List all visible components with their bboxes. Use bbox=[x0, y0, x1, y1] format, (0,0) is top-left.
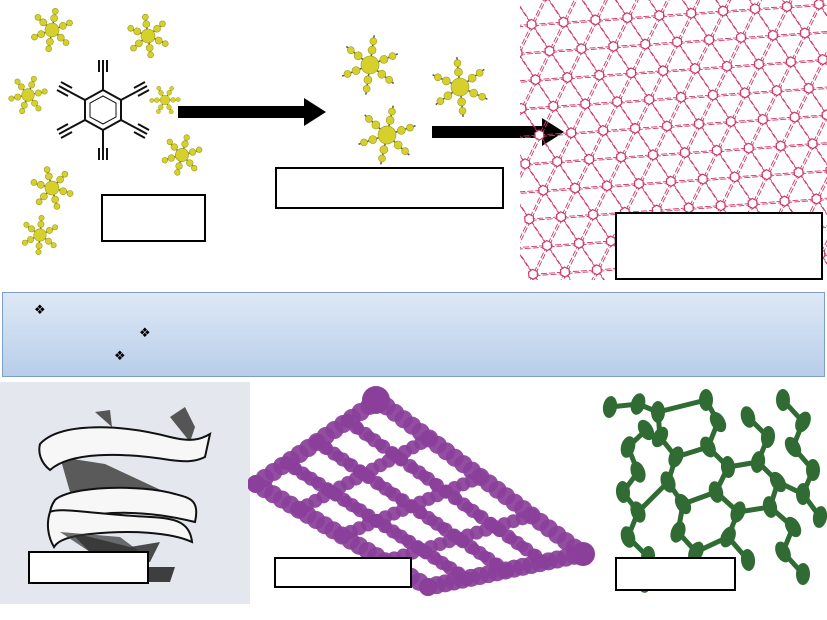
graphdiyne-network-icon bbox=[520, 0, 827, 280]
framework-label-box bbox=[274, 557, 412, 588]
trimer-label-box bbox=[275, 167, 504, 209]
bullet-icon: ❖ bbox=[34, 303, 46, 318]
monomer-label-box bbox=[101, 194, 206, 242]
monomer-trimer-panel bbox=[339, 30, 490, 170]
summary-banner: ❖ ❖ ❖ bbox=[2, 292, 825, 377]
bullet-icon: ❖ bbox=[114, 349, 126, 364]
reaction-arrow-icon bbox=[178, 98, 326, 126]
chain-label-box bbox=[615, 557, 736, 591]
chain-network-icon bbox=[602, 389, 827, 593]
network-label-box bbox=[615, 212, 823, 280]
hexaethynylbenzene-icon bbox=[56, 60, 150, 160]
reaction-arrow-icon-2 bbox=[432, 118, 564, 146]
triangular-framework-icon bbox=[248, 386, 595, 596]
ribbon-label-box bbox=[28, 551, 149, 584]
bullet-icon: ❖ bbox=[139, 326, 151, 341]
monomer-cluster-panel bbox=[4, 4, 206, 257]
